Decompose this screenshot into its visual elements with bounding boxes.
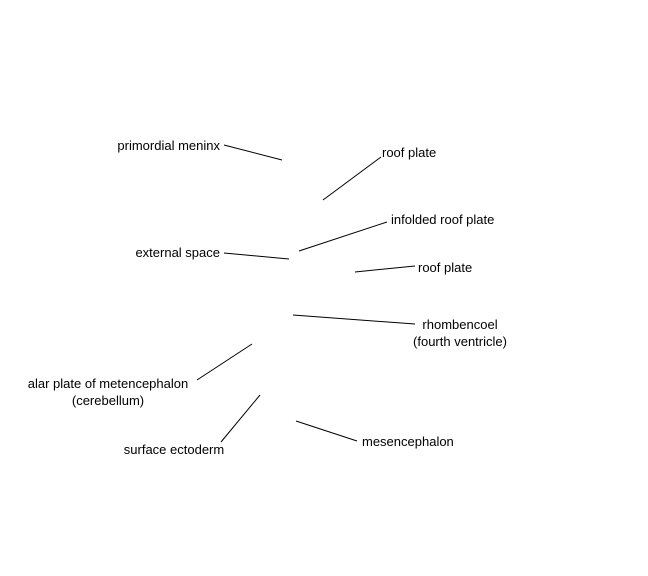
label-surface-ectoderm-text: surface ectoderm — [123, 442, 225, 457]
label-rhombencoel-line1: rhombencoel — [422, 317, 498, 332]
label-alar-plate-line1: alar plate of metencephalon — [27, 376, 189, 391]
leader-alar-plate — [196, 343, 253, 381]
label-infolded-roof-plate-text: infolded roof plate — [391, 212, 495, 227]
leader-roof-plate-mid — [354, 265, 416, 273]
label-primordial-meninx-text: primordial meninx — [117, 138, 220, 153]
leader-surface-ectoderm — [220, 394, 261, 443]
label-alar-plate: alar plate of metencephalon (cerebellum) — [10, 375, 206, 409]
leader-roof-plate-top — [322, 156, 382, 201]
leader-external-space — [223, 252, 290, 260]
label-roof-plate-mid-text: roof plate — [418, 260, 473, 275]
label-roof-plate-top: roof plate — [382, 144, 436, 161]
leader-rhombencoel — [292, 314, 416, 325]
label-mesencephalon: mesencephalon — [362, 433, 454, 450]
label-alar-plate-line2: (cerebellum) — [71, 393, 145, 408]
leader-infolded-roof-plate — [298, 221, 388, 252]
label-roof-plate-mid: roof plate — [418, 259, 472, 276]
label-external-space-text: external space — [135, 245, 220, 260]
label-rhombencoel: rhombencoel (fourth ventricle) — [400, 316, 520, 350]
label-infolded-roof-plate: infolded roof plate — [391, 211, 494, 228]
label-roof-plate-top-text: roof plate — [382, 145, 437, 160]
label-surface-ectoderm: surface ectoderm — [110, 441, 238, 458]
leader-primordial-meninx — [223, 144, 283, 161]
label-mesencephalon-text: mesencephalon — [362, 434, 454, 449]
leader-mesencephalon — [295, 420, 358, 442]
label-primordial-meninx: primordial meninx — [80, 137, 220, 154]
label-rhombencoel-line2: (fourth ventricle) — [413, 334, 507, 349]
label-external-space: external space — [100, 244, 220, 261]
